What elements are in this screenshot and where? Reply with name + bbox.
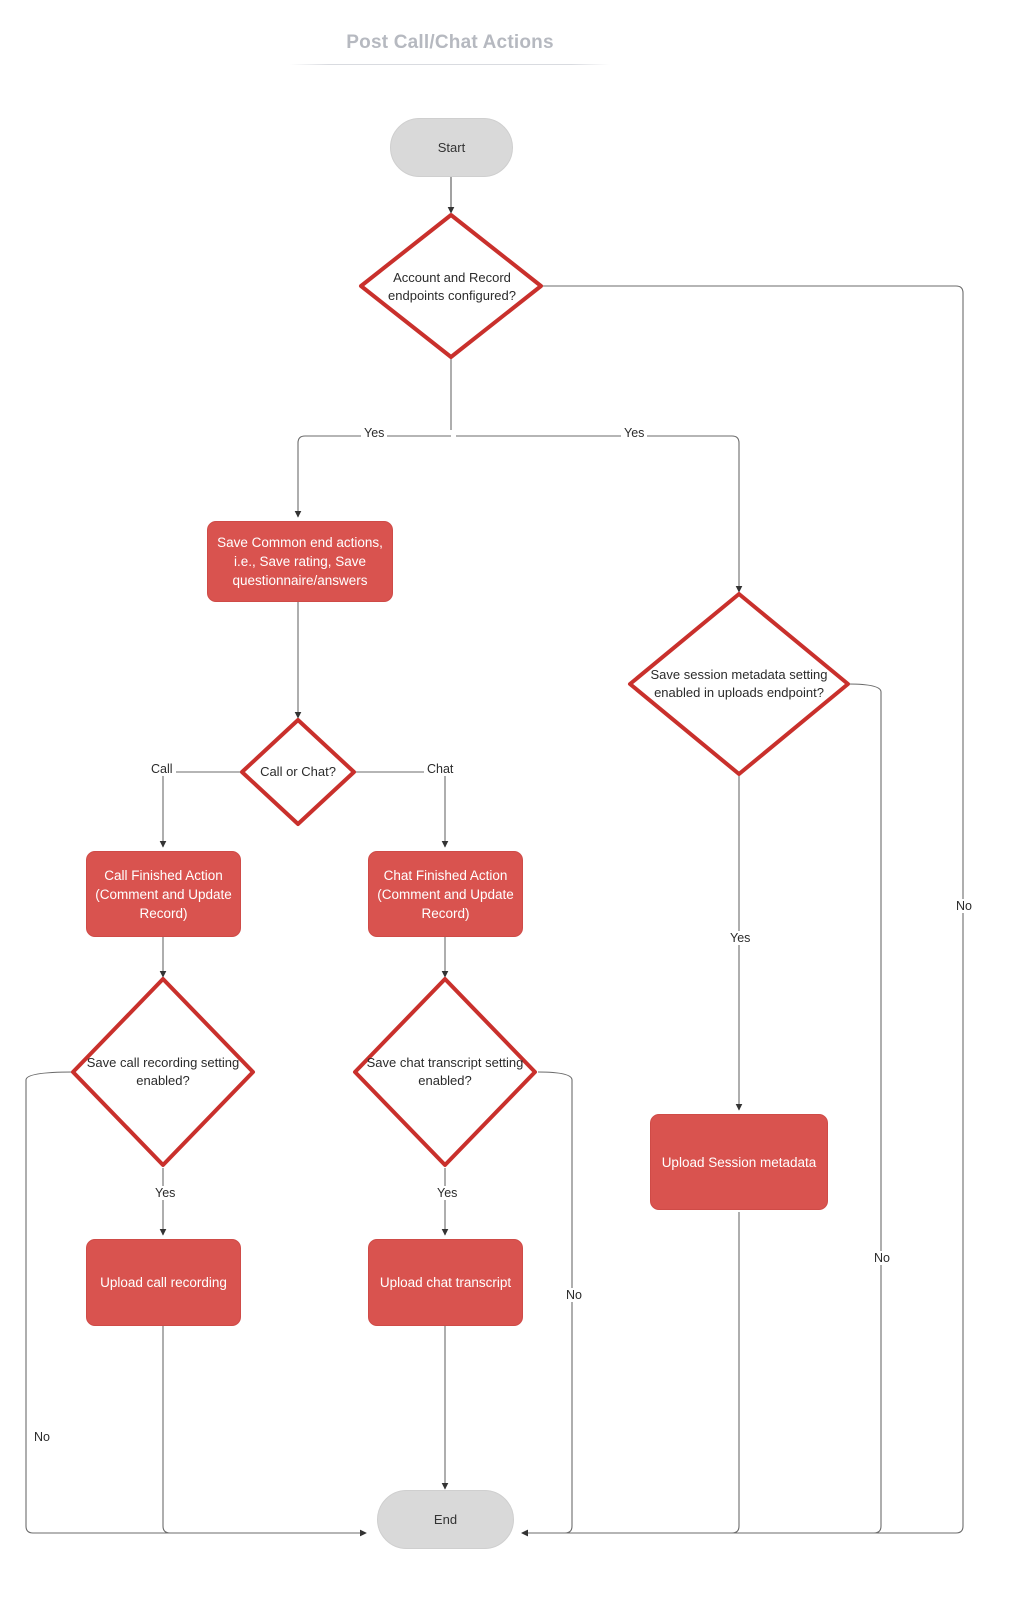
title-divider xyxy=(290,64,610,65)
decision-endpoints-shape xyxy=(359,213,543,359)
decision-save-chat-transcript-shape xyxy=(353,977,537,1167)
node-chat-finished-action-label: Chat Finished Action (Comment and Update… xyxy=(377,867,514,921)
node-start[interactable]: Start xyxy=(390,118,513,177)
page-title: Post Call/Chat Actions xyxy=(346,32,554,53)
node-upload-chat-transcript[interactable]: Upload chat transcript xyxy=(368,1239,523,1326)
node-upload-session-metadata[interactable]: Upload Session metadata xyxy=(650,1114,828,1210)
node-upload-call-recording[interactable]: Upload call recording xyxy=(86,1239,241,1326)
edge-label-endpoints-no: No xyxy=(953,899,975,913)
node-chat-finished-action[interactable]: Chat Finished Action (Comment and Update… xyxy=(368,851,523,937)
edge-label-call-recording-no: No xyxy=(31,1430,53,1444)
decision-save-call-recording-shape xyxy=(71,977,255,1167)
edge-label-endpoints-yes-left: Yes xyxy=(361,426,388,440)
node-call-finished-action[interactable]: Call Finished Action (Comment and Update… xyxy=(86,851,241,937)
node-end-label: End xyxy=(433,1512,458,1527)
edge-label-branch-call: Call xyxy=(148,762,176,776)
edge-label-chat-transcript-yes: Yes xyxy=(434,1186,461,1200)
node-save-common-end-actions[interactable]: Save Common end actions, i.e., Save rati… xyxy=(207,521,393,602)
decision-call-or-chat-shape xyxy=(240,718,356,826)
edge-label-call-recording-yes: Yes xyxy=(152,1186,179,1200)
edge-label-branch-chat: Chat xyxy=(424,762,457,776)
node-end[interactable]: End xyxy=(377,1490,514,1549)
edge-label-endpoints-yes-right: Yes xyxy=(621,426,648,440)
node-upload-chat-transcript-label: Upload chat transcript xyxy=(379,1275,512,1290)
edge-label-session-metadata-yes: Yes xyxy=(727,931,754,945)
node-upload-session-metadata-label: Upload Session metadata xyxy=(661,1154,817,1170)
decision-session-metadata-shape xyxy=(628,592,850,776)
node-start-label: Start xyxy=(437,140,466,155)
node-call-finished-action-label: Call Finished Action (Comment and Update… xyxy=(95,867,232,921)
edge-label-session-metadata-no: No xyxy=(871,1251,893,1265)
edge-label-chat-transcript-no: No xyxy=(563,1288,585,1302)
node-upload-call-recording-label: Upload call recording xyxy=(100,1275,227,1290)
node-save-common-end-actions-label: Save Common end actions, i.e., Save rati… xyxy=(217,535,383,588)
